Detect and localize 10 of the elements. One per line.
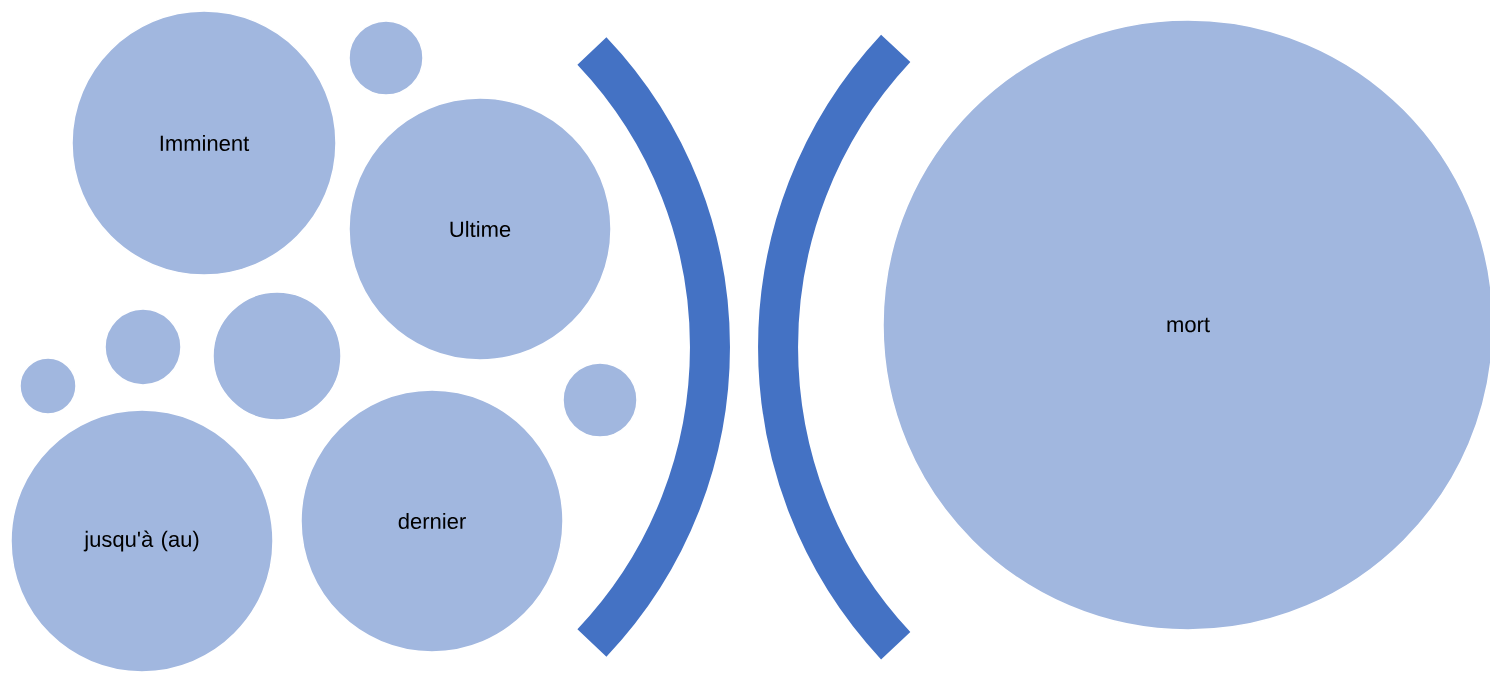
circle-node: mort	[882, 19, 1490, 631]
circle	[562, 362, 638, 438]
circle-node: Imminent	[71, 10, 337, 276]
circle-node: Ultime	[348, 97, 612, 361]
circle-node: jusqu'à (au)	[10, 409, 274, 673]
circle	[348, 20, 424, 96]
circle-node: dernier	[300, 389, 564, 653]
circle	[212, 291, 342, 421]
circle	[104, 308, 182, 386]
circle	[19, 357, 77, 415]
